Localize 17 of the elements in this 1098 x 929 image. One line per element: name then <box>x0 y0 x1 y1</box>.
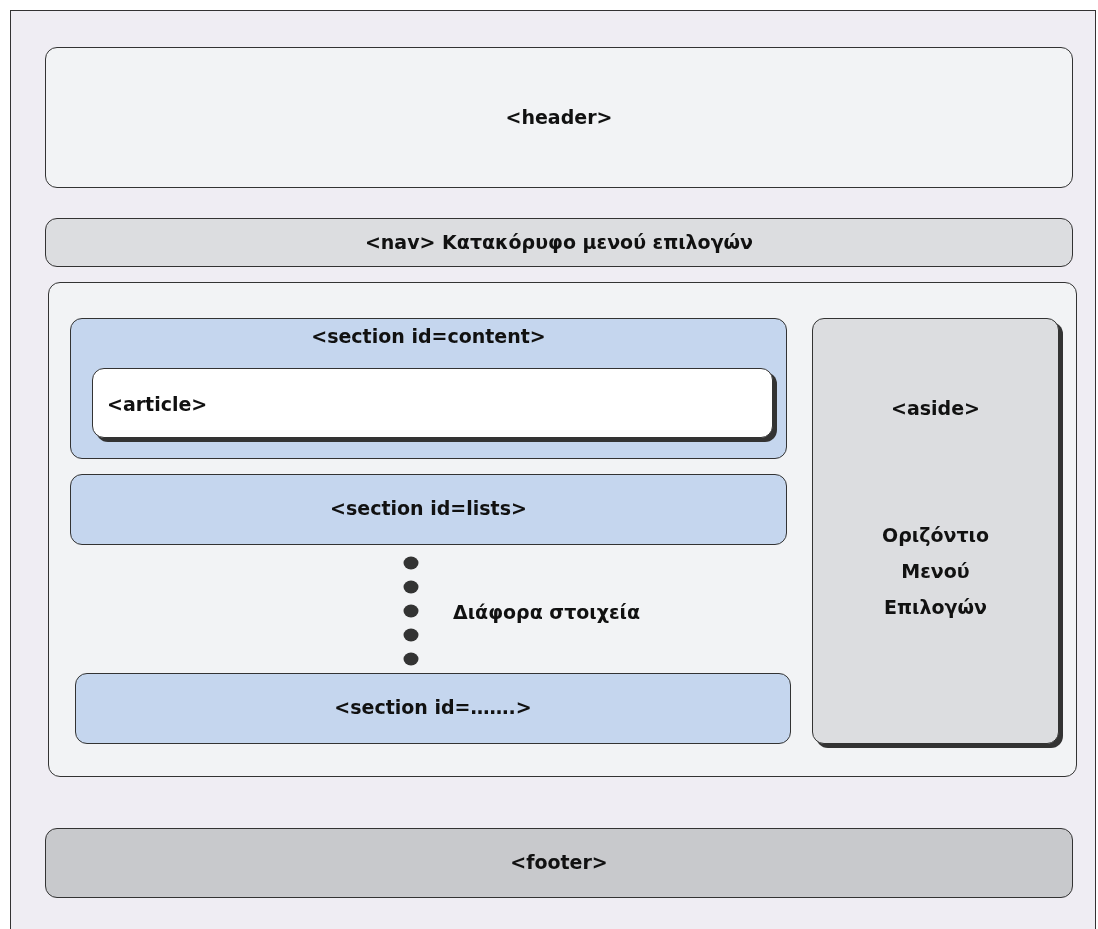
box-label: <header> <box>504 106 614 128</box>
nav-bar <box>45 218 1073 267</box>
footer-box <box>45 828 1073 898</box>
box-label: <nav> Κατακόρυφο μενού επιλογών <box>363 231 755 253</box>
section-box <box>70 474 787 545</box>
box-label: <section id=content> <box>310 325 547 347</box>
box-body-text: Οριζόντιο Μενού Επιλογών <box>881 523 990 620</box>
box-label: <footer> <box>509 851 609 873</box>
note-text: Διάφορα στοιχεία <box>453 601 640 623</box>
section-box <box>75 673 791 744</box>
box-label: <section id=lists> <box>329 497 528 519</box>
header-box <box>45 47 1073 188</box>
main-area-box <box>48 282 1077 777</box>
box-label: <article> <box>107 393 209 415</box>
box-label: <aside> <box>890 397 981 419</box>
box-label: <section id=…….> <box>333 696 533 718</box>
section-box <box>70 318 787 459</box>
